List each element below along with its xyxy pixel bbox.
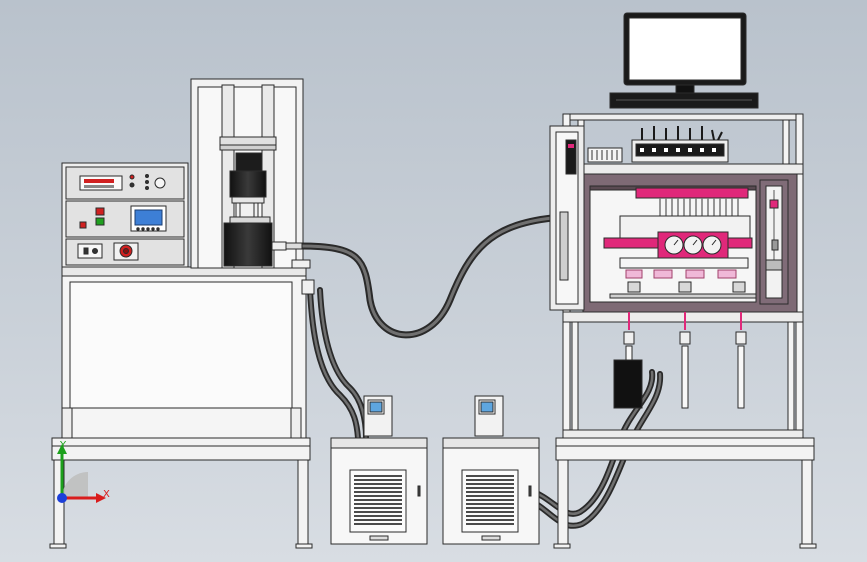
axis-triad: Y X bbox=[57, 440, 110, 503]
indicator-lamp-red bbox=[79, 221, 87, 229]
left-workbench bbox=[49, 437, 313, 549]
door-handle[interactable] bbox=[559, 211, 569, 281]
chiller-left bbox=[330, 395, 428, 545]
load-cell bbox=[235, 152, 263, 172]
test-chamber-vessel bbox=[223, 222, 273, 267]
control-cabinet bbox=[61, 162, 189, 268]
right-workbench bbox=[553, 437, 817, 549]
chiller-right bbox=[442, 395, 540, 545]
test-press-column bbox=[190, 78, 304, 269]
monitor-screen bbox=[628, 17, 742, 81]
pressure-cylinder bbox=[229, 170, 267, 198]
axis-y-label: Y bbox=[59, 440, 67, 451]
axis-x-label: X bbox=[103, 489, 110, 500]
environmental-chamber bbox=[549, 125, 798, 313]
collection-vessel bbox=[613, 359, 643, 409]
power-switch[interactable] bbox=[77, 243, 103, 259]
hose-fittings bbox=[271, 241, 315, 295]
knob-icon[interactable] bbox=[154, 177, 166, 189]
stop-button[interactable] bbox=[95, 207, 105, 216]
start-button[interactable] bbox=[95, 217, 105, 226]
valve-manifold bbox=[587, 126, 729, 163]
computer-monitor bbox=[609, 12, 759, 109]
sample-columns bbox=[613, 312, 747, 409]
lower-cabinet bbox=[61, 266, 307, 439]
